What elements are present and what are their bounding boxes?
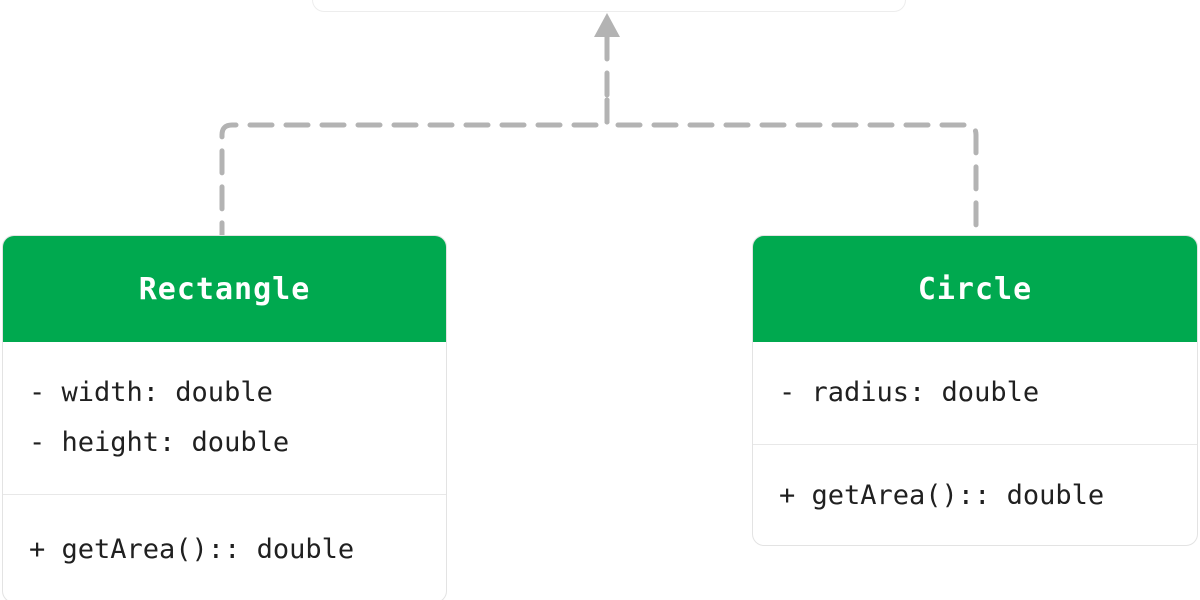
uml-attribute: - radius: double [779,377,1040,408]
uml-attribute: - width: double [29,377,273,408]
uml-class-rectangle-attributes: - width: double - height: double [3,342,446,494]
uml-attribute: - height: double [29,427,290,458]
uml-class-circle-title: Circle [753,236,1197,342]
uml-class-circle-attributes: - radius: double [753,342,1197,444]
uml-class-circle[interactable]: Circle - radius: double + getArea():: do… [752,235,1198,546]
uml-method: + getArea():: double [779,480,1105,511]
connector-to-rectangle [219,97,610,238]
uml-method: + getArea():: double [29,533,355,565]
uml-class-rectangle-title: Rectangle [3,236,446,342]
uml-class-parent[interactable] [312,0,906,12]
uml-class-rectangle-methods: + getArea():: double [3,494,446,600]
uml-class-rectangle[interactable]: Rectangle - width: double - height: doub… [2,235,447,600]
uml-class-circle-methods: + getArea():: double [753,444,1197,545]
inheritance-arrowhead-icon [594,13,620,37]
connector-to-circle [604,97,979,238]
